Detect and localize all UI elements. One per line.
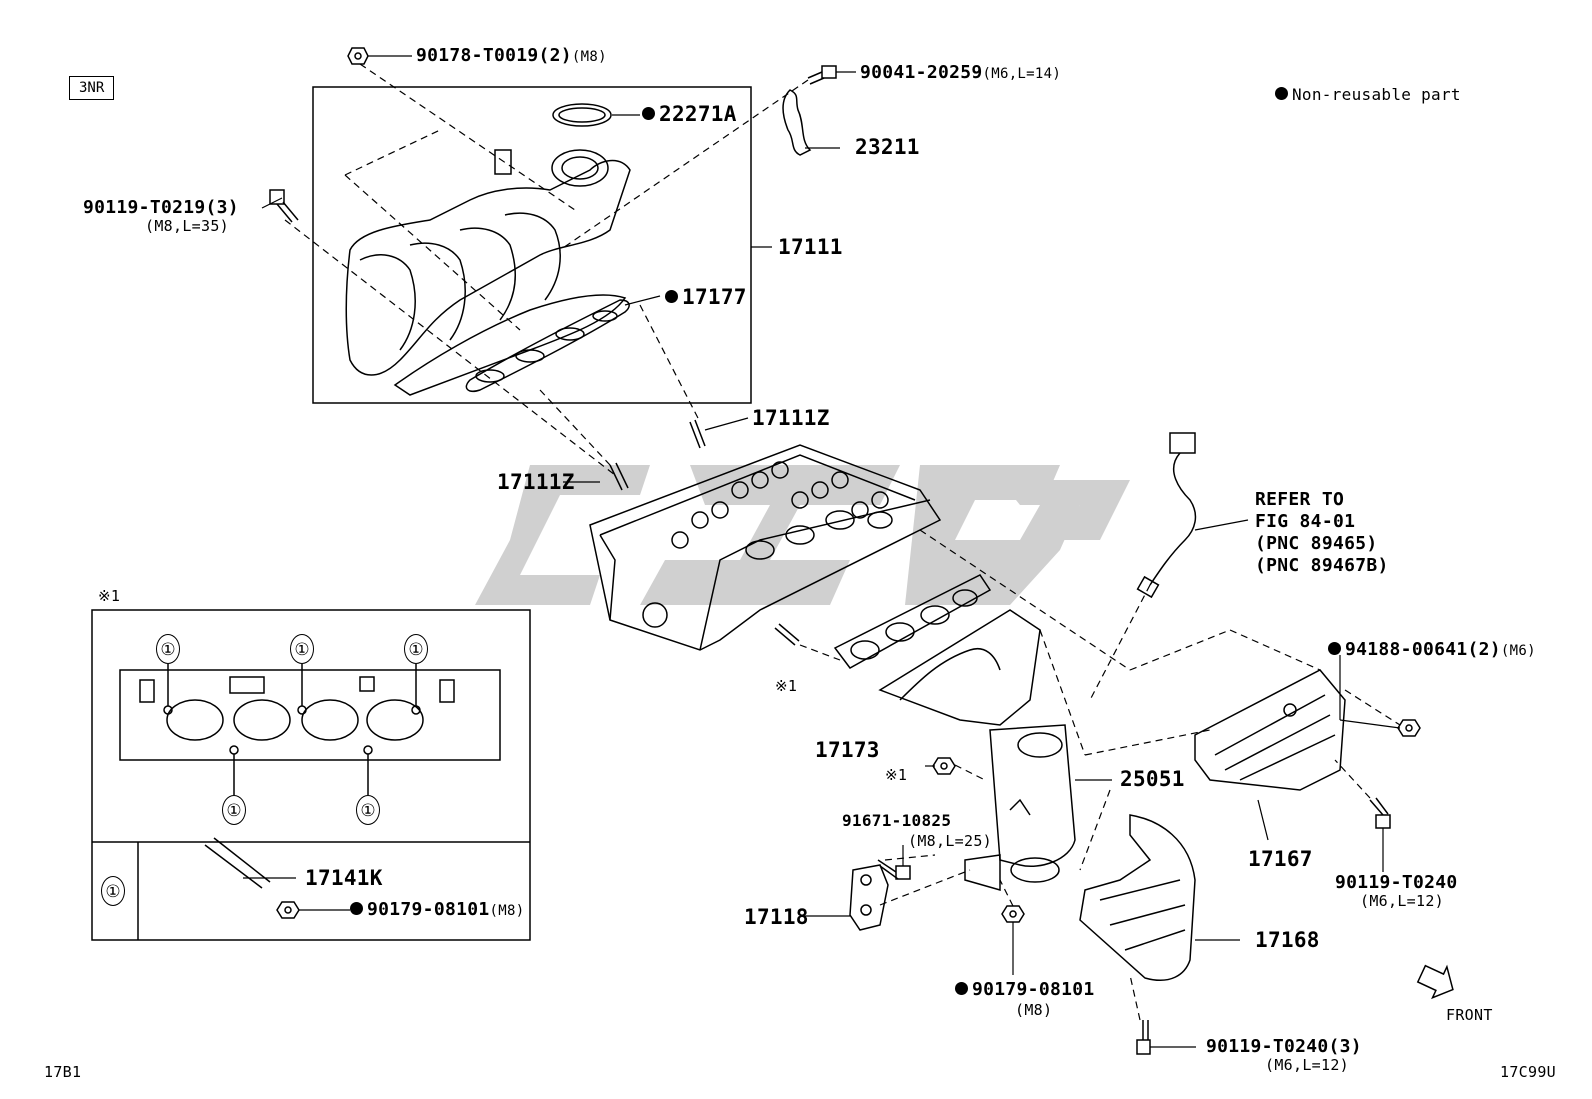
label-17141K[interactable]: 17141K [305, 866, 383, 890]
legend-text: Non-reusable part [1292, 85, 1461, 104]
inset-row-marker: ① [101, 876, 125, 906]
bolt-90119c [1136, 1020, 1151, 1055]
exhaust-gasket-17173 [833, 574, 992, 669]
label-23211[interactable]: 23211 [855, 135, 920, 159]
non-reusable-dot-icon [665, 289, 678, 303]
bracket-23211 [782, 89, 812, 156]
footer-left-code: 17B1 [44, 1063, 82, 1081]
oxygen-sensor [1136, 432, 1197, 599]
bolt-90119a [269, 189, 299, 223]
heat-insulator-17167 [1194, 669, 1346, 791]
non-reusable-dot-icon [1275, 87, 1288, 100]
label-90179-08101-a[interactable]: 90179-08101(M8) [350, 900, 524, 921]
note1-stud-label: ※1 [775, 677, 798, 695]
bolt-91671 [877, 859, 911, 880]
label-17177[interactable]: 17177 [665, 285, 747, 309]
label-17118[interactable]: 17118 [744, 905, 809, 929]
label-25051[interactable]: 25051 [1120, 767, 1185, 791]
non-reusable-dot-icon [1328, 641, 1341, 655]
label-90041[interactable]: 90041-20259(M6,L=14) [860, 62, 1062, 83]
label-94188[interactable]: 94188-00641(2)(M6) [1328, 640, 1536, 661]
assembly-lines [284, 63, 1401, 1021]
note1-nut-label: ※1 [885, 766, 908, 784]
spec-90119-T0240-3: (M6,L=12) [1265, 1056, 1349, 1074]
inset-marker-5: ① [356, 795, 380, 825]
inset-box [91, 609, 531, 941]
leader-lines [243, 55, 1401, 1048]
watermark-logo [475, 465, 1130, 605]
spec-90179-08101-b: (M8) [1015, 1001, 1053, 1019]
heat-insulator-17168 [1079, 814, 1196, 981]
label-17168[interactable]: 17168 [1255, 928, 1320, 952]
label-17111[interactable]: 17111 [778, 235, 843, 259]
inset-marker-3: ① [404, 634, 428, 664]
inset-title: ※1 [98, 587, 121, 605]
label-17111Z-b[interactable]: 17111Z [497, 470, 575, 494]
spec-90119-T0240: (M6,L=12) [1360, 892, 1444, 910]
inset-nut-90179a [276, 901, 300, 919]
inset-marker-2: ① [290, 634, 314, 664]
spec-91671: (M8,L=25) [908, 832, 992, 850]
bolt-90041 [807, 65, 837, 85]
refer-note[interactable]: REFER TO FIG 84-01 (PNC 89465) (PNC 8946… [1255, 489, 1389, 576]
exhaust-manifold-25051 [878, 609, 1076, 891]
label-90119-T0240-3[interactable]: 90119-T0240(3) [1206, 1036, 1362, 1057]
non-reusable-dot-icon [955, 981, 968, 995]
label-17173[interactable]: 17173 [815, 738, 880, 762]
stud-17111Z-b [609, 462, 629, 491]
cylinder-head [589, 444, 942, 651]
front-label: FRONT [1446, 1006, 1493, 1024]
non-reusable-dot-icon [350, 901, 363, 915]
legend: Non-reusable part [1275, 86, 1461, 103]
intake-gasket-17177 [465, 299, 630, 392]
label-90119-T0240[interactable]: 90119-T0240 [1335, 872, 1458, 893]
stud-note1 [774, 623, 800, 646]
stud-17111Z-a [689, 419, 706, 449]
label-91671[interactable]: 91671-10825 [842, 811, 952, 830]
non-reusable-dot-icon [642, 106, 655, 120]
ring-22271A [552, 103, 612, 127]
nut-94188 [1397, 719, 1421, 737]
label-90119-T0219[interactable]: 90119-T0219(3) [83, 197, 239, 218]
bolt-90178 [347, 47, 369, 65]
inset-stud-17141K [204, 837, 271, 889]
nut-note1 [932, 757, 956, 775]
footer-right-code: 17C99U [1500, 1063, 1556, 1081]
nut-90179b [1001, 905, 1025, 923]
bracket-17118 [849, 864, 889, 931]
label-17111Z-a[interactable]: 17111Z [752, 406, 830, 430]
engine-code-badge: 3NR [69, 76, 115, 100]
spec-90119-T0219: (M8,L=35) [145, 217, 229, 235]
inset-marker-4: ① [222, 795, 246, 825]
label-90178[interactable]: 90178-T0019(2)(M8) [416, 45, 607, 66]
front-arrow [1416, 964, 1454, 1000]
inset-marker-1: ① [156, 634, 180, 664]
intake-manifold-box [312, 86, 752, 404]
label-22271A[interactable]: 22271A [642, 102, 737, 126]
intake-manifold [345, 149, 631, 396]
label-90179-08101-b[interactable]: 90179-08101 [955, 980, 1095, 1000]
inset-head-flange [119, 669, 501, 761]
label-17167[interactable]: 17167 [1248, 847, 1313, 871]
bolt-90119b [1369, 797, 1391, 829]
